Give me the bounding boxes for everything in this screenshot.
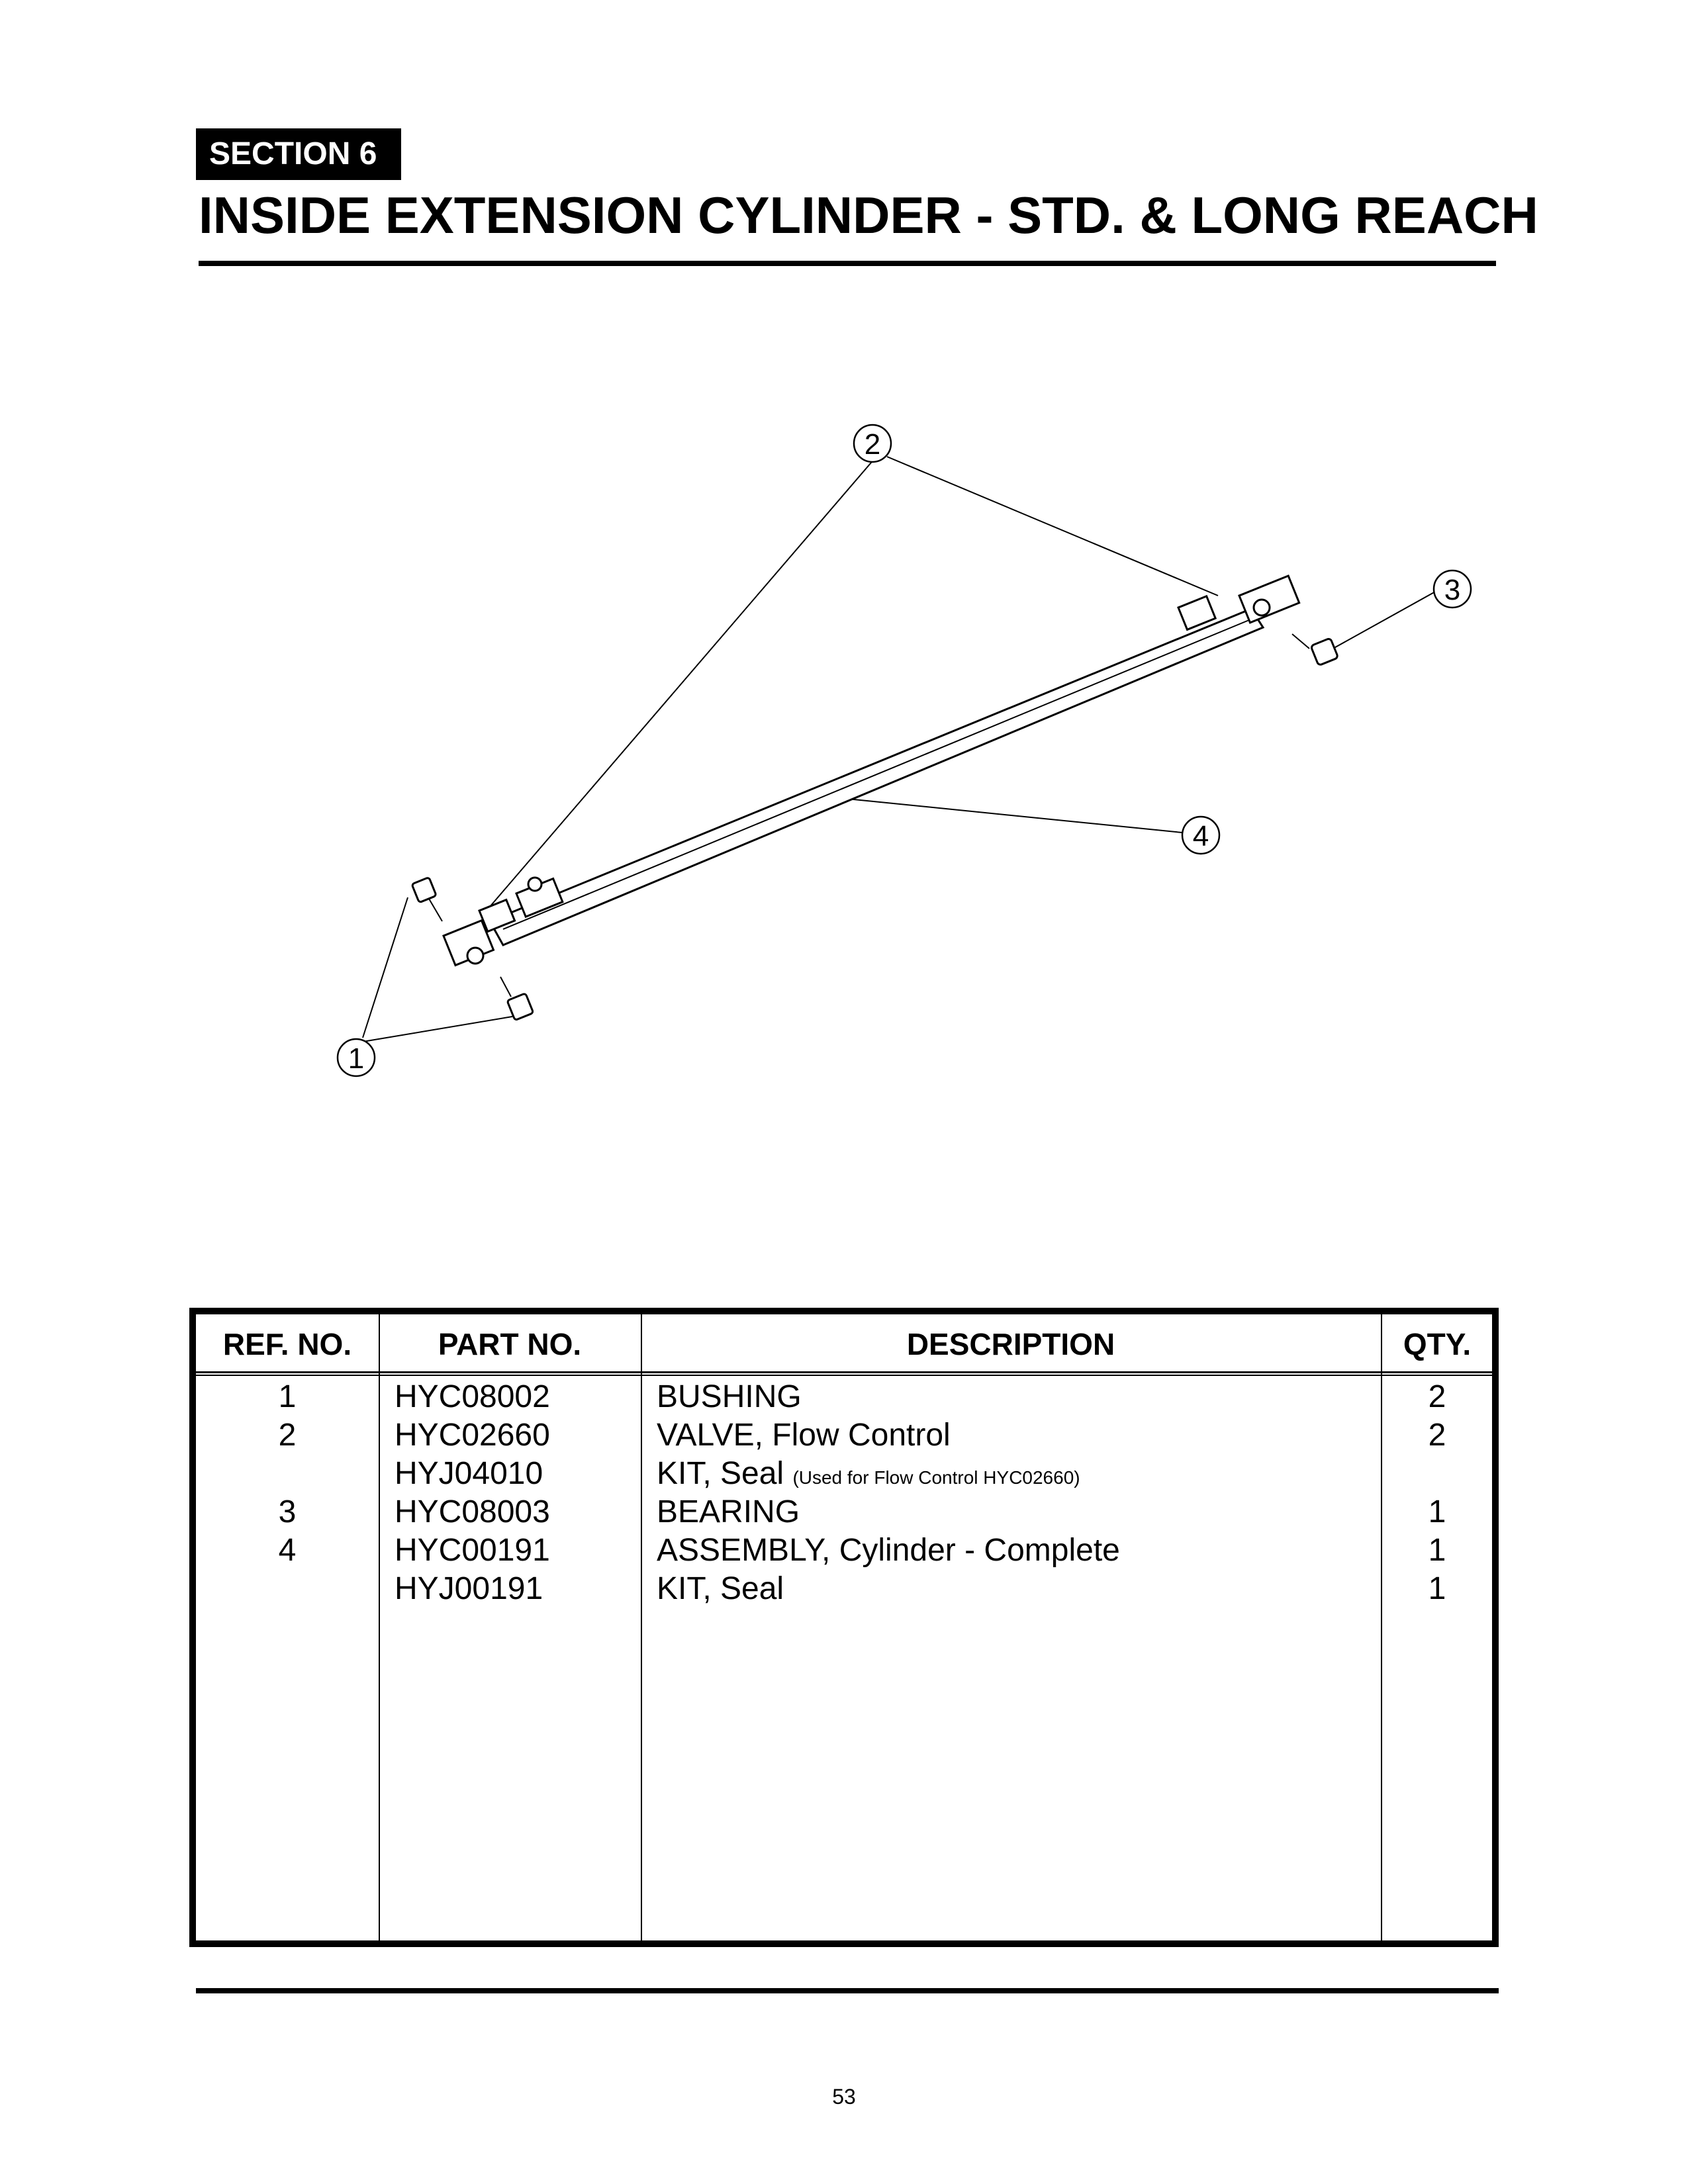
cylinder-barrel (488, 608, 1265, 946)
page-number: 53 (832, 2085, 856, 2109)
table-cell-qty: 2 (1428, 1379, 1446, 1414)
table-cell-ref: 2 (278, 1418, 297, 1453)
table-cell-qty: 2 (1428, 1418, 1446, 1453)
header-ref-no: REF. NO. (222, 1327, 352, 1361)
table-cell-part: HYC02660 (395, 1418, 550, 1453)
table-cell-qty: 1 (1428, 1571, 1446, 1606)
table-cell-qty: 1 (1428, 1494, 1446, 1529)
bushing-lower (506, 993, 534, 1021)
footer-rule (196, 1988, 1499, 1993)
flow-valve-left (478, 898, 516, 933)
callout-circle-1 (336, 1038, 376, 1077)
bushing-upper (411, 877, 437, 903)
table-header (196, 1314, 1492, 1373)
callout-circle-2 (853, 424, 892, 463)
table-cell-desc: BEARING (657, 1493, 800, 1531)
table-cell-desc: ASSEMBLY, Cylinder - Complete (657, 1531, 1120, 1570)
base-end-hole (466, 946, 485, 965)
desc-text: KIT, Seal (657, 1571, 784, 1606)
table-cell-part: HYJ04010 (395, 1456, 543, 1491)
callout-label-1: 1 (348, 1042, 364, 1075)
exploded-parts-diagram: 2 3 4 1 (336, 424, 1472, 1077)
leader-4 (840, 797, 1183, 833)
callout-label-2: 2 (865, 428, 880, 461)
section-badge: SECTION 6 (196, 128, 401, 180)
table-cell-part: HYC08002 (395, 1379, 550, 1414)
table-header-double-rule (196, 1375, 1492, 1376)
rod-clevis (1238, 574, 1301, 624)
leader-3 (1330, 590, 1437, 651)
bushing-upper-axis (428, 898, 443, 922)
desc-text: BUSHING (657, 1379, 802, 1414)
header-qty: QTY. (1403, 1327, 1472, 1361)
table-cell-qty: 1 (1428, 1533, 1446, 1568)
leader-2a (489, 457, 876, 907)
bearing (1311, 638, 1338, 666)
bushing-lower-axis (500, 976, 512, 997)
table-cell-desc: BUSHING (657, 1378, 802, 1416)
bearing-axis (1291, 633, 1310, 649)
desc-text: VALVE, Flow Control (657, 1418, 951, 1453)
callout-circle-3 (1432, 569, 1472, 609)
desc-text: ASSEMBLY, Cylinder - Complete (657, 1533, 1120, 1568)
table-cell-desc: KIT, Seal (657, 1570, 784, 1608)
title-rule (199, 261, 1496, 266)
rod-clevis-hole (1252, 598, 1271, 617)
header-part-no: PART NO. (438, 1327, 582, 1361)
cylinder-rod-line (502, 617, 1254, 930)
column-divider (1381, 1314, 1382, 1940)
table-cell-ref: 1 (278, 1379, 297, 1414)
table-cell-part: HYJ00191 (395, 1571, 543, 1606)
column-divider (379, 1314, 380, 1940)
parts-table: REF. NO. PART NO. DESCRIPTION QTY. 1 HYC… (189, 1308, 1499, 1947)
leader-2b (886, 456, 1219, 596)
callout-label-3: 3 (1444, 574, 1460, 606)
desc-text: BEARING (657, 1494, 800, 1529)
table-cell-ref: 4 (278, 1533, 297, 1568)
table-cell-desc: KIT, Seal (Used for Flow Control HYC0266… (657, 1455, 1080, 1497)
callout-circle-4 (1181, 815, 1221, 855)
flow-valve-right (1177, 594, 1217, 631)
table-cell-part: HYC00191 (395, 1533, 550, 1568)
column-divider (641, 1314, 642, 1940)
header-description: DESCRIPTION (906, 1327, 1115, 1361)
desc-text: KIT, Seal (657, 1456, 784, 1491)
leader-1b (362, 1016, 513, 1042)
desc-note: (Used for Flow Control HYC02660) (792, 1467, 1080, 1488)
table-cell-desc: VALVE, Flow Control (657, 1416, 951, 1455)
table-cell-part: HYC08003 (395, 1494, 550, 1529)
port-fitting (527, 876, 543, 892)
callout-label-4: 4 (1193, 820, 1209, 852)
leader-1a (362, 897, 408, 1038)
page-title: INSIDE EXTENSION CYLINDER - STD. & LONG … (199, 186, 1538, 244)
table-cell-ref: 3 (278, 1494, 297, 1529)
